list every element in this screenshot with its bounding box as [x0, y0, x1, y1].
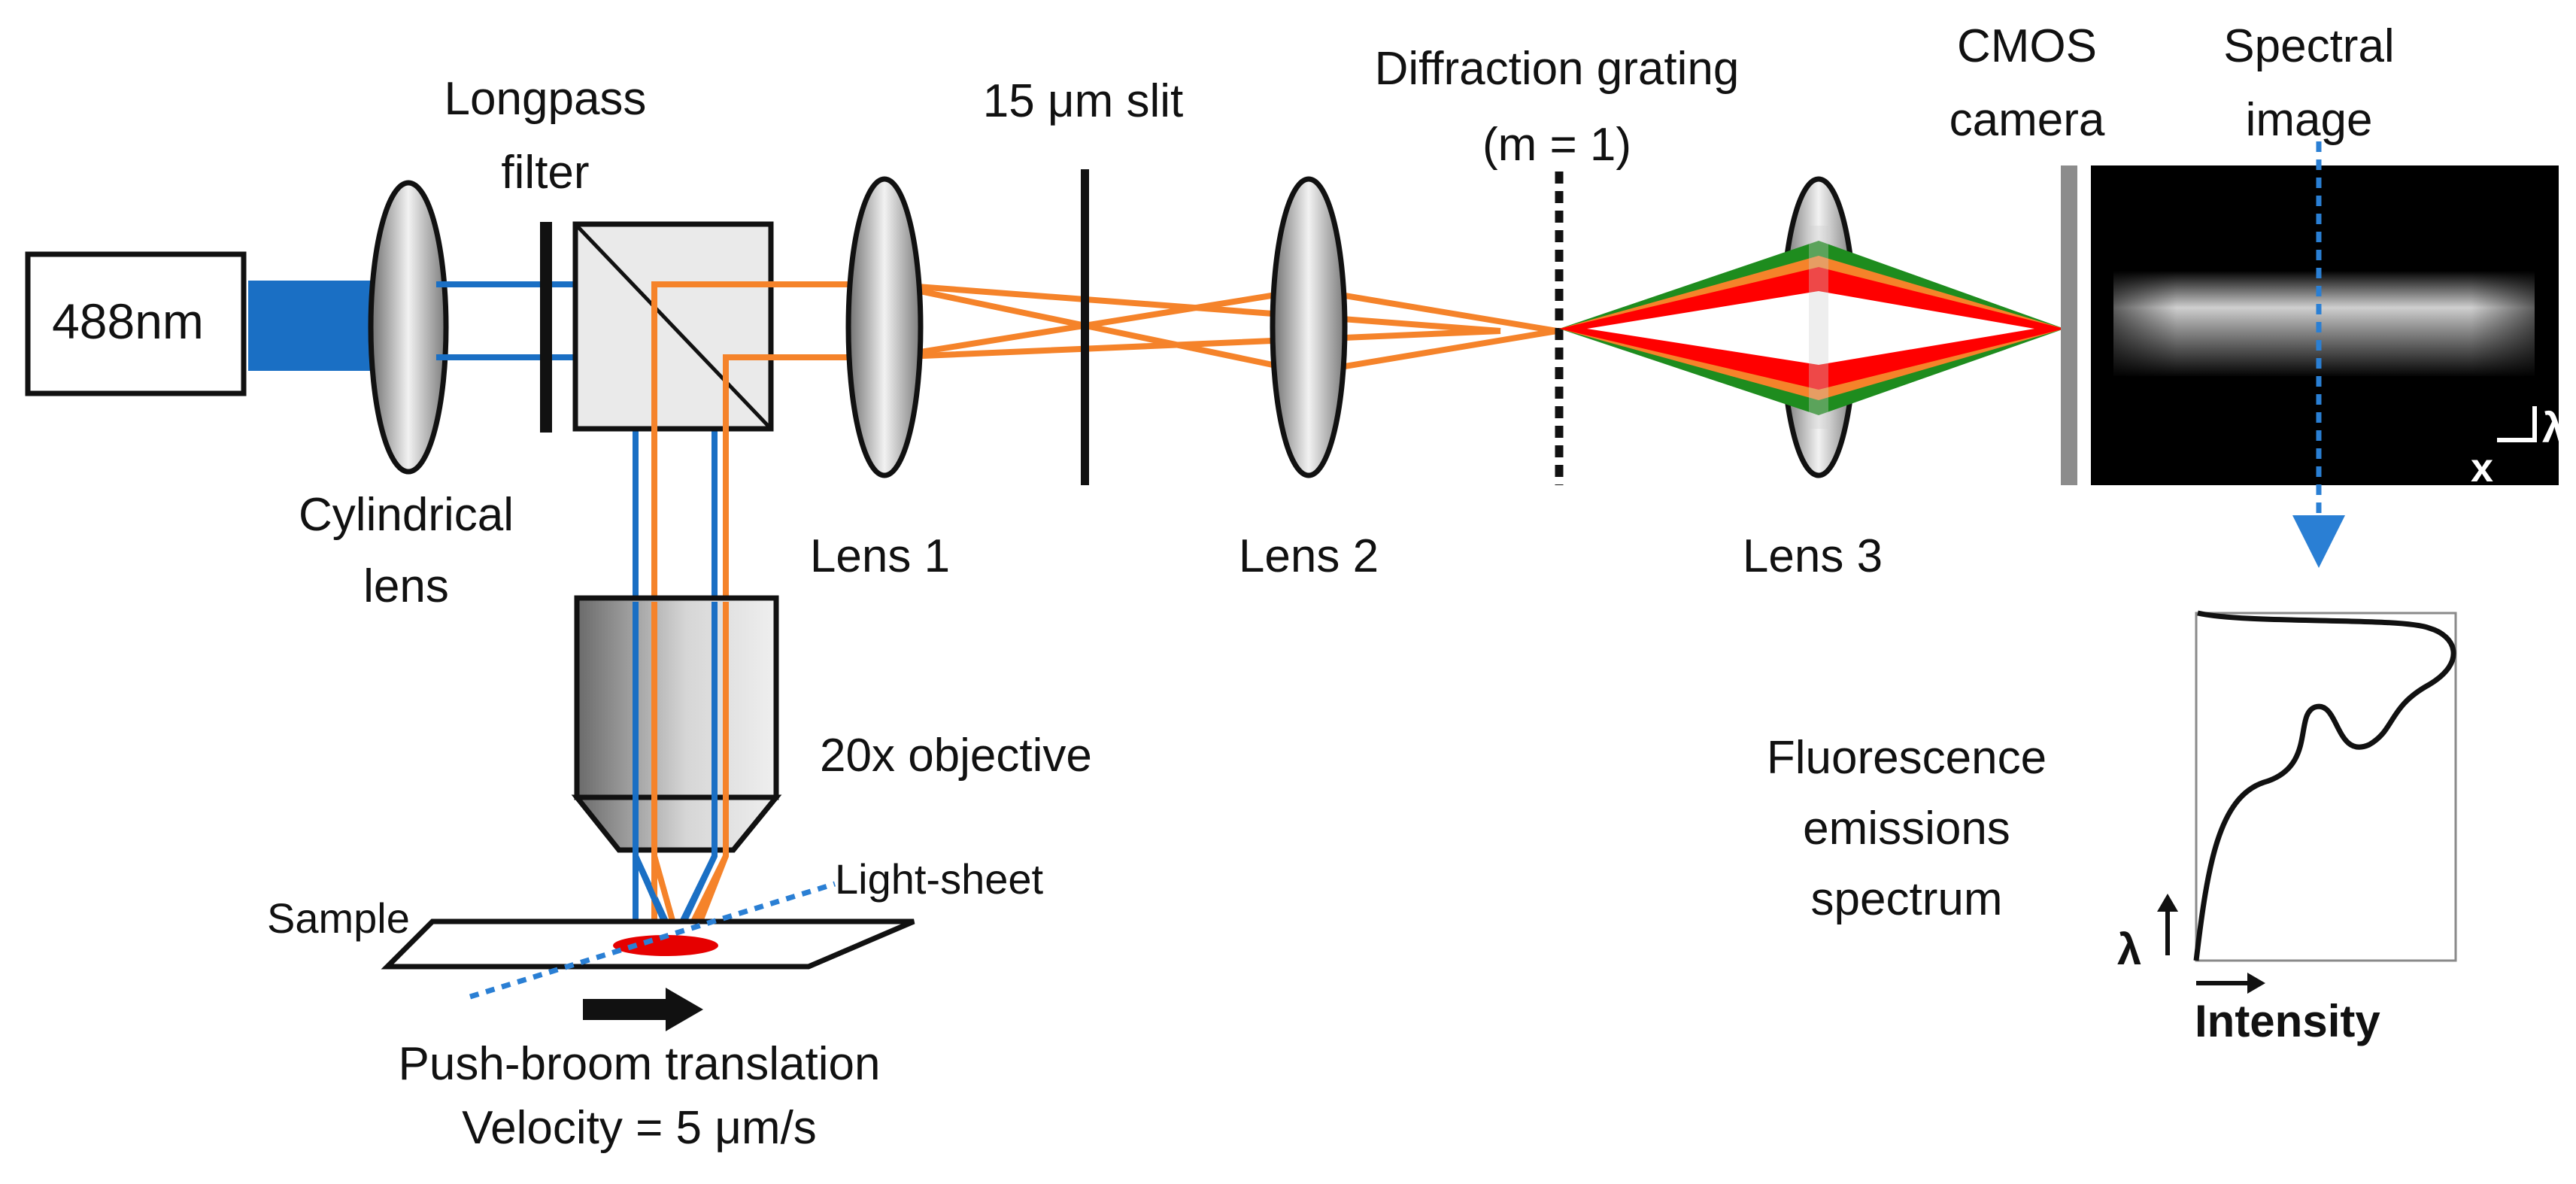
laser-label: 488nm [52, 293, 204, 349]
image-axis-x: x [2471, 445, 2493, 490]
plot-axis-lambda: λ [2117, 925, 2141, 974]
lambda-axis-arrowhead [2157, 894, 2178, 912]
longpass-filter-label-1: Longpass [445, 73, 647, 125]
fluorescence-label-2: emissions [1803, 803, 2010, 855]
longpass-filter-label-2: filter [501, 147, 589, 199]
emission-to-grating-1 [1308, 287, 1558, 334]
emission-to-grating-2 [1308, 328, 1558, 375]
intensity-axis-arrowhead [2247, 973, 2265, 994]
pushbroom-label-2: Velocity = 5 μm/s [462, 1102, 817, 1154]
spectral-image-label-1: Spectral [2223, 20, 2394, 72]
slit [1081, 169, 1089, 485]
lens-3-label: Lens 3 [1743, 530, 1883, 582]
sample-illumination-spot [613, 935, 718, 956]
laser-beam [248, 281, 372, 371]
laser-source-box [25, 251, 247, 396]
spectrum-curve [2193, 610, 2456, 961]
sample-label: Sample [267, 894, 410, 942]
longpass-filter [540, 222, 552, 433]
light-sheet-label: Light-sheet [835, 855, 1044, 903]
plot-axis-intensity: Intensity [2195, 996, 2380, 1046]
fluorescence-label-3: spectrum [1811, 873, 2003, 925]
spectral-image-label-2: image [2246, 94, 2373, 146]
cylindrical-lens-label-2: lens [363, 560, 449, 612]
cmos-label-1: CMOS [1957, 20, 2097, 72]
lens-2-label: Lens 2 [1239, 530, 1379, 582]
grating-label-2: (m = 1) [1482, 119, 1631, 171]
cylindrical-lens [368, 180, 449, 475]
cylindrical-lens-label-1: Cylindrical [299, 489, 514, 541]
objective-tip [571, 794, 782, 853]
dichroic-diagonal [574, 223, 772, 430]
objective-body [574, 595, 779, 800]
emission-beam-upper [651, 281, 1501, 933]
objective-label: 20x objective [820, 730, 1092, 782]
translation-arrow [583, 988, 703, 1031]
image-axis-lambda: λ [2542, 404, 2565, 451]
emission-crossing-1 [887, 281, 1309, 375]
spectral-band-fade [2113, 271, 2535, 376]
cmos-label-2: camera [1949, 94, 2105, 146]
pushbroom-label-1: Push-broom translation [399, 1038, 881, 1090]
emission-beam-lower [693, 328, 1501, 934]
emission-crossing-2 [887, 287, 1309, 360]
spectrum-plot-frame [2195, 612, 2457, 962]
grating-label-1: Diffraction grating [1375, 43, 1740, 95]
cmos-sensor [2061, 165, 2077, 485]
fluorescence-label-1: Fluorescence [1767, 732, 2047, 784]
lens-1-label: Lens 1 [810, 530, 950, 582]
lens-2 [1270, 176, 1348, 478]
image-axis-indicator [2497, 406, 2537, 442]
light-sheet-line [469, 881, 836, 1000]
dispersed-red-beam-inner [1587, 291, 2034, 365]
slit-label: 15 μm slit [983, 75, 1184, 127]
lens-3-overlap [1809, 226, 1828, 429]
lens-1 [845, 176, 924, 478]
